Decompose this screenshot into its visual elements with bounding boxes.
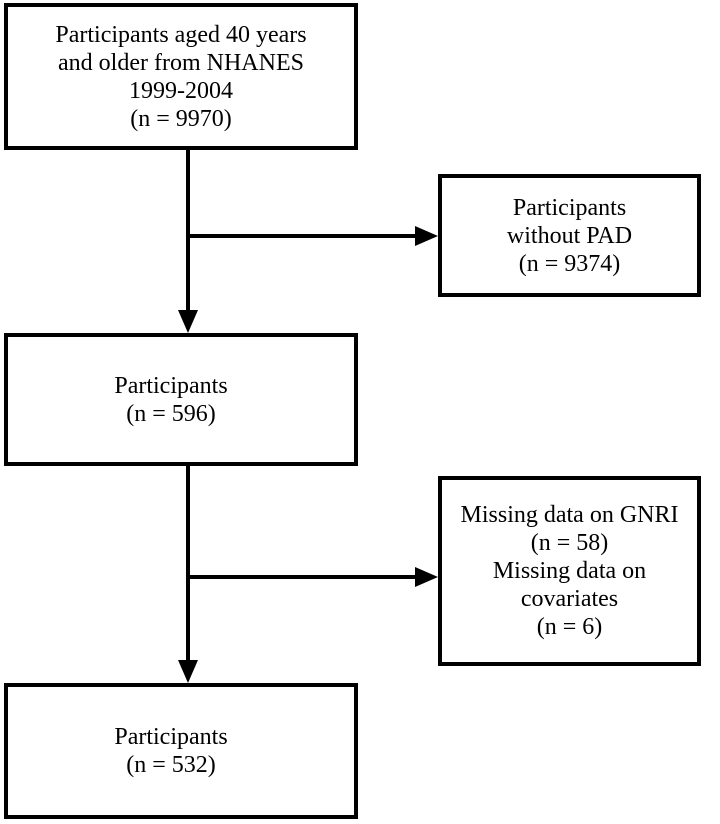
exclusion-1-line-2: without PAD: [506, 222, 633, 249]
exclusion-2-line-4: covariates: [520, 586, 619, 612]
final-box: Participants (n = 532): [4, 683, 358, 819]
exclusion-2-line-1: Missing data on GNRI: [460, 502, 679, 528]
exclusion-box-missing-data: Missing data on GNRI (n = 58) Missing da…: [438, 476, 701, 666]
final-box-content: Participants (n = 532): [114, 723, 227, 779]
start-box-line-3: 1999-2004: [129, 77, 233, 104]
start-box-count: (n = 9970): [130, 105, 232, 132]
exclusion-box-no-pad: Participants without PAD (n = 9374): [438, 174, 701, 297]
arrowhead-final-box: [178, 660, 198, 683]
final-box-count: (n = 532): [126, 752, 216, 778]
arrowhead-exclusion-2: [415, 567, 438, 587]
start-box: Participants aged 40 years and older fro…: [4, 3, 358, 150]
middle-box-content: Participants (n = 596): [114, 372, 227, 428]
exclusion-2-count-2: (n = 6): [536, 614, 603, 640]
arrowhead-middle-box: [178, 310, 198, 333]
final-box-label: Participants: [114, 724, 228, 750]
exclusion-1-line-1: Participants: [512, 194, 627, 221]
exclusion-2-count-1: (n = 58): [530, 530, 609, 556]
middle-box: Participants (n = 596): [4, 333, 358, 466]
start-box-line-1: Participants aged 40 years: [55, 21, 307, 48]
start-box-line-2: and older from NHANES: [58, 49, 304, 76]
exclusion-1-count: (n = 9374): [518, 250, 621, 277]
middle-box-count: (n = 596): [126, 400, 216, 427]
arrowhead-exclusion-1: [415, 226, 438, 246]
exclusion-2-line-3: Missing data on: [492, 558, 647, 584]
middle-box-label: Participants: [114, 372, 228, 399]
